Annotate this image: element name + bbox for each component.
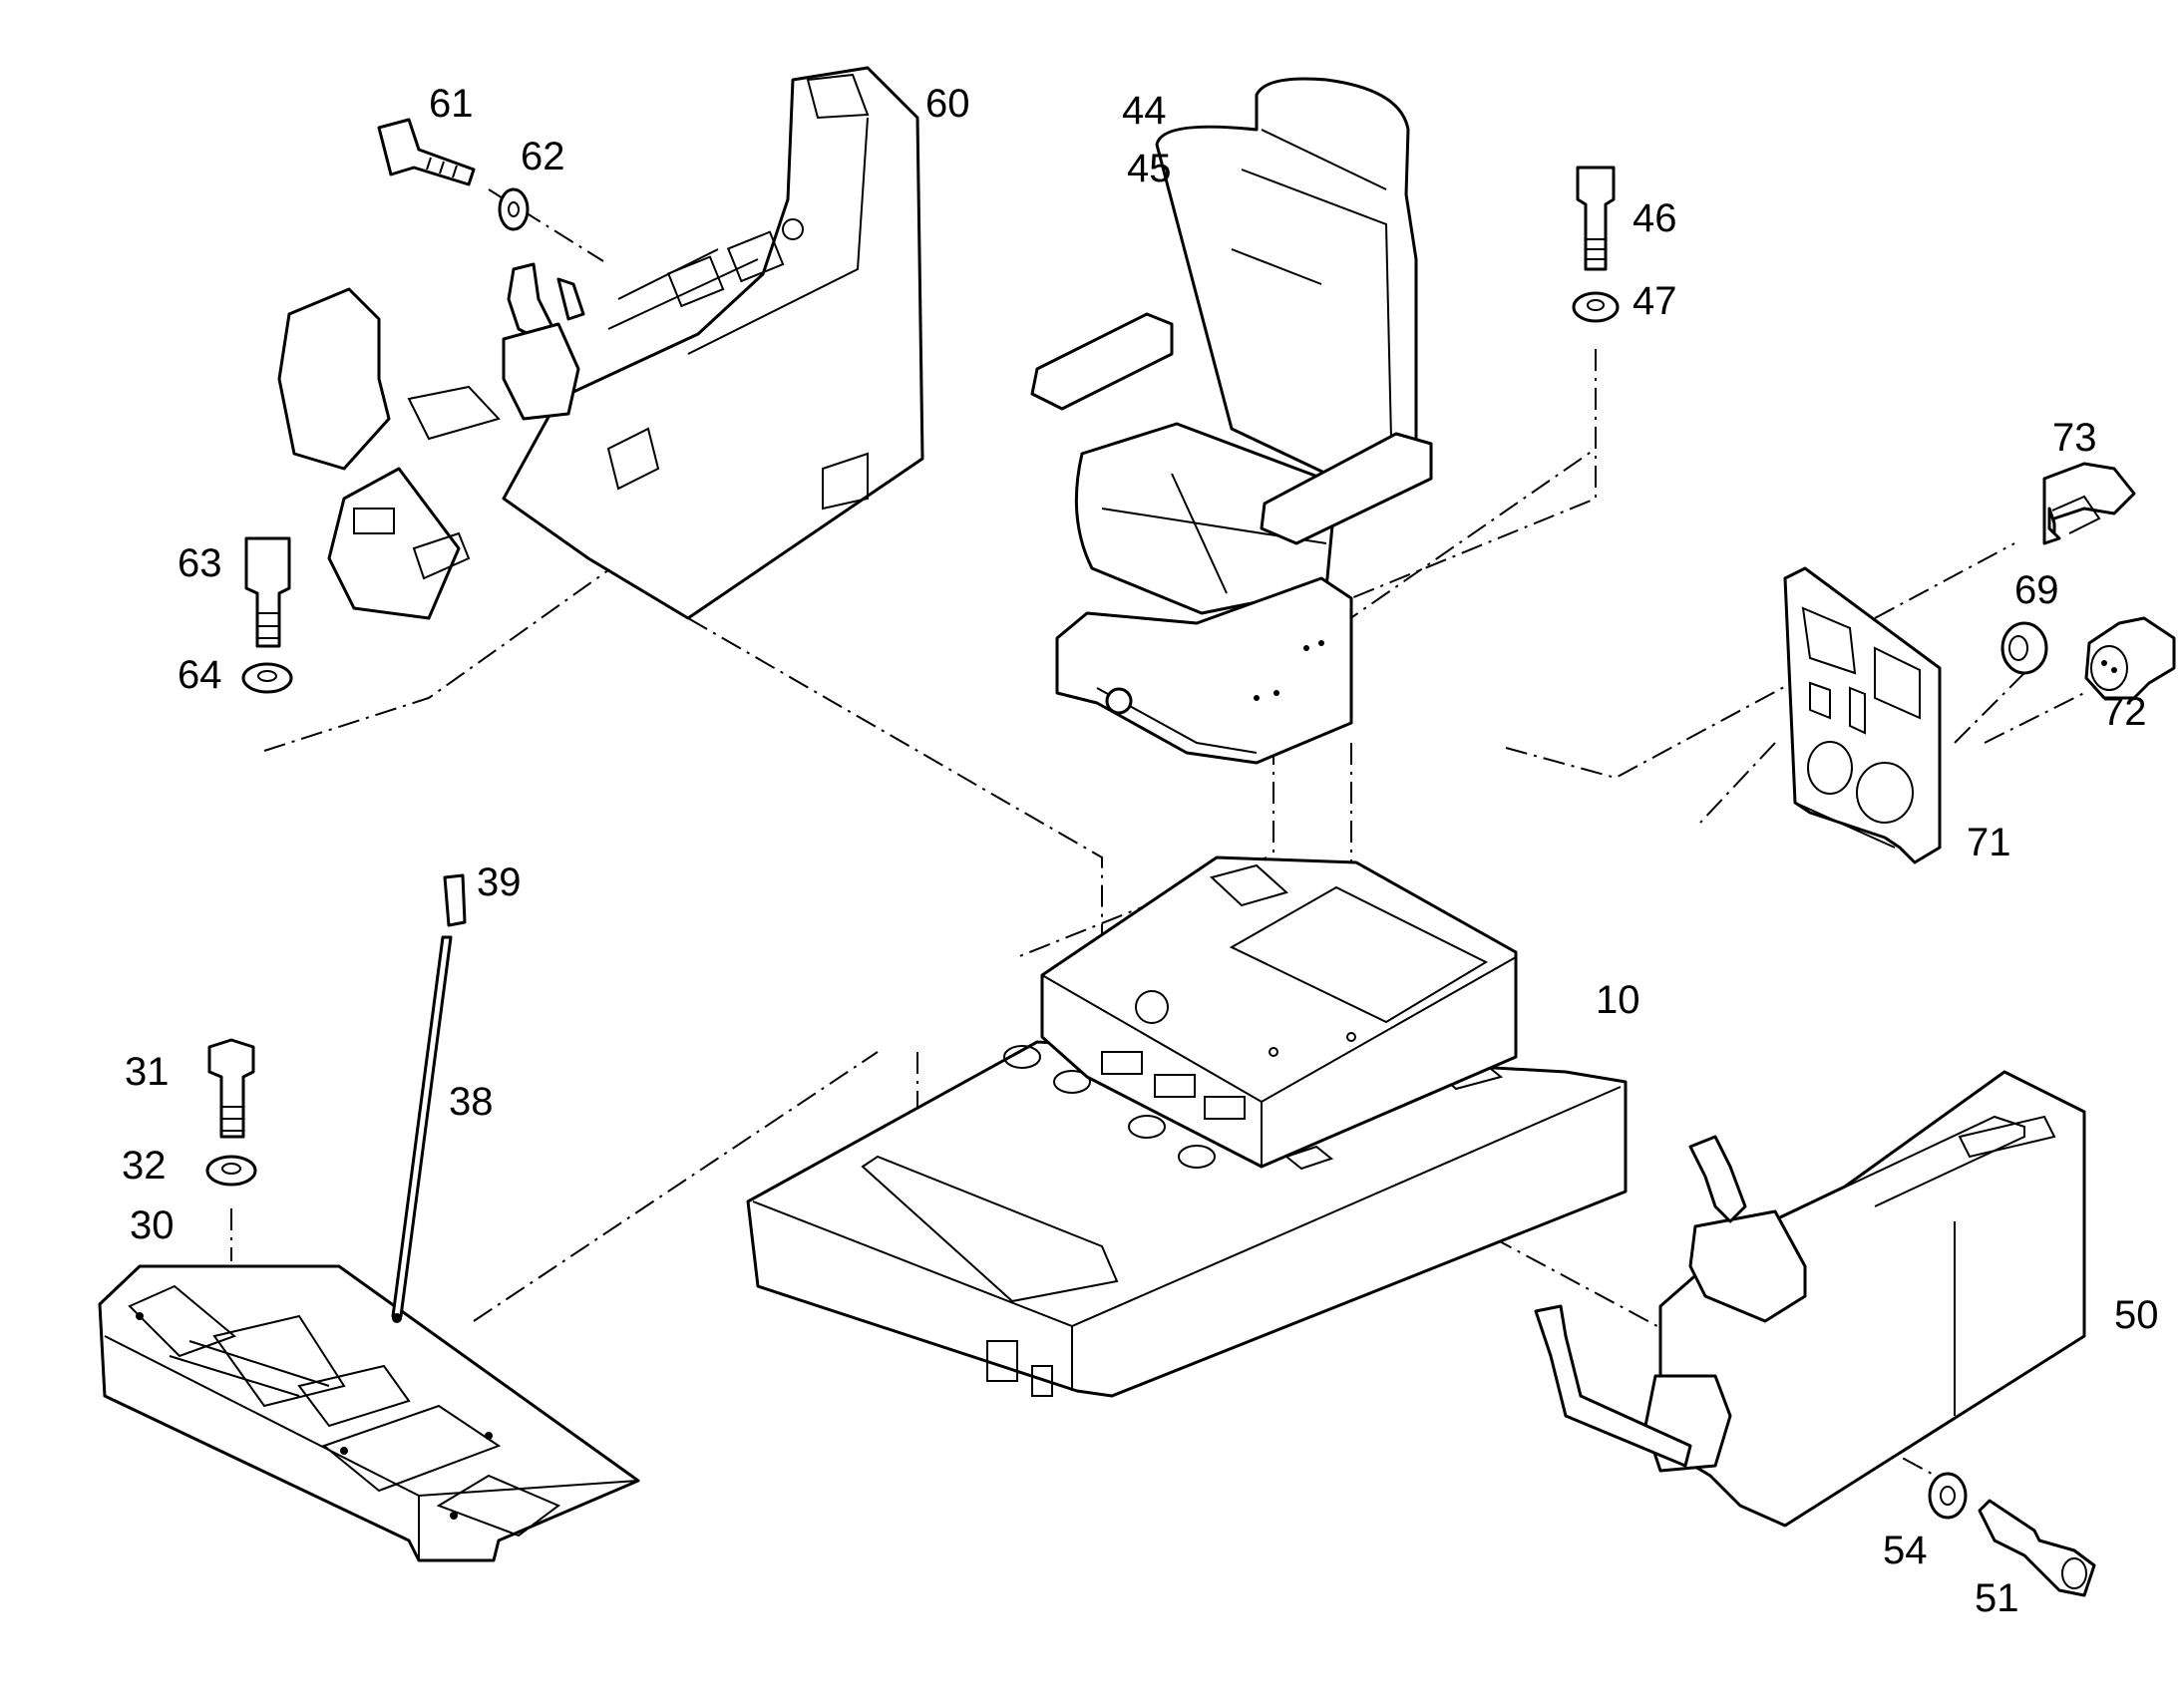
right-console-part-50 xyxy=(1534,1070,2086,1528)
washer-part-64 xyxy=(241,662,293,694)
bolt-part-46 xyxy=(1576,166,1616,271)
pedal-plate-part-30 xyxy=(98,1264,640,1562)
seat-base-box xyxy=(1040,855,1518,1169)
knob-part-39 xyxy=(443,873,467,927)
callout-46: 46 xyxy=(1633,196,1677,240)
washer-part-62 xyxy=(498,187,530,231)
callout-63: 63 xyxy=(178,541,222,585)
callout-54: 54 xyxy=(1883,1529,1928,1572)
bracket-plate-part-71 xyxy=(1783,566,1942,864)
callout-45: 45 xyxy=(1127,147,1172,190)
bolt-part-51 xyxy=(1978,1499,2096,1597)
callout-73: 73 xyxy=(2052,416,2097,460)
callout-labels: 10 30 31 32 38 39 44 45 46 47 50 51 54 6… xyxy=(122,82,2159,1620)
callout-39: 39 xyxy=(477,860,522,904)
left-console-part-60 xyxy=(277,66,924,620)
grommet-part-69 xyxy=(2000,621,2048,675)
callout-62: 62 xyxy=(521,135,565,178)
bolt-part-61 xyxy=(377,118,476,186)
callout-60: 60 xyxy=(925,82,970,126)
washer-part-32 xyxy=(205,1155,257,1187)
callout-69: 69 xyxy=(2014,568,2059,612)
washer-part-54 xyxy=(1928,1472,1968,1520)
callout-32: 32 xyxy=(122,1144,167,1188)
callout-61: 61 xyxy=(429,82,474,126)
callout-51: 51 xyxy=(1975,1576,2019,1620)
callout-44: 44 xyxy=(1122,89,1167,133)
callout-10: 10 xyxy=(1596,978,1640,1022)
callout-72: 72 xyxy=(2102,690,2147,734)
callout-47: 47 xyxy=(1633,279,1677,323)
callout-50: 50 xyxy=(2114,1293,2159,1337)
callout-30: 30 xyxy=(130,1203,175,1247)
connector-part-72 xyxy=(2084,616,2176,700)
bolt-part-31 xyxy=(207,1038,255,1139)
operator-seat-part-44-45 xyxy=(1030,77,1433,765)
rod-part-38 xyxy=(391,935,453,1323)
washer-part-47 xyxy=(1572,291,1620,323)
bolt-part-73 xyxy=(2042,462,2136,545)
callout-71: 71 xyxy=(1967,821,2011,864)
callout-31: 31 xyxy=(125,1050,170,1094)
callout-38: 38 xyxy=(449,1080,494,1124)
callout-64: 64 xyxy=(178,653,222,697)
bolt-part-63 xyxy=(244,536,291,648)
